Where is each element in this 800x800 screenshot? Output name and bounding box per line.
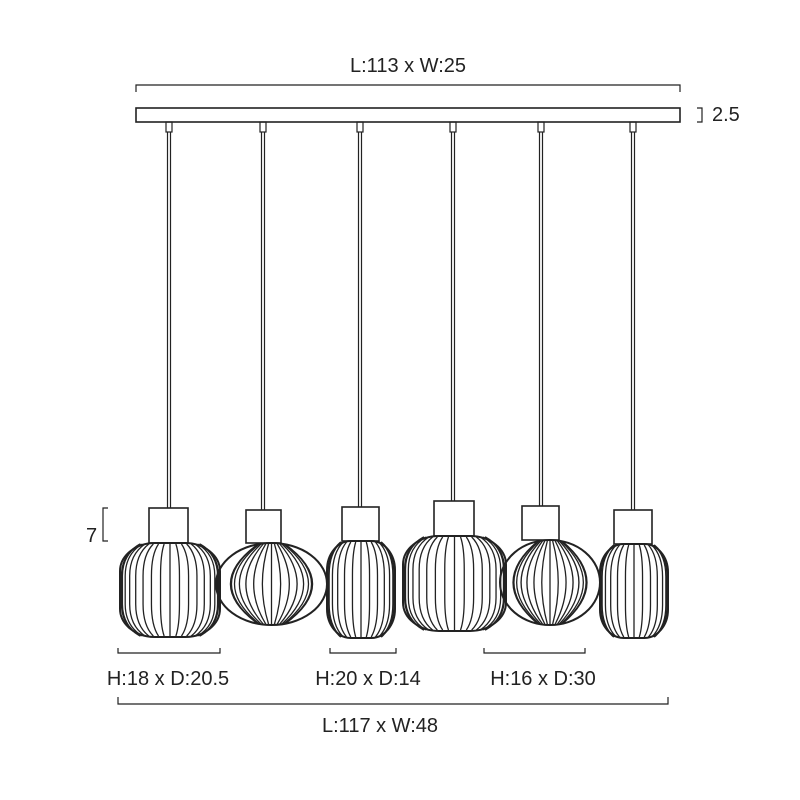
- pendant-2: [215, 121, 328, 626]
- glass-shade: [119, 542, 221, 638]
- pendant-1: [119, 121, 221, 638]
- shade-c-label: H:16 x D:30: [490, 668, 596, 690]
- canopy-height-label: 2.5: [712, 104, 740, 126]
- cable-connector: [259, 121, 267, 133]
- canopy-dimension: L:113 x W:25: [135, 55, 681, 92]
- pendant-5: [499, 121, 601, 626]
- canopy-height-dimension: 2.5: [697, 104, 740, 126]
- shade-b-label: H:20 x D:14: [315, 668, 421, 690]
- lamp-holder: [433, 500, 475, 537]
- pendants: [119, 121, 669, 639]
- glass-shade: [215, 542, 328, 626]
- lamp-holder: [341, 506, 380, 542]
- holder-height-label: 7: [86, 525, 97, 547]
- shade-a-label: H:18 x D:20.5: [107, 668, 229, 690]
- cable-connector: [165, 121, 173, 133]
- cable-connector: [629, 121, 637, 133]
- holder-height-dimension: 7: [86, 507, 108, 547]
- cable-connector: [449, 121, 457, 133]
- lamp-holder: [613, 509, 653, 545]
- lamp-holder: [245, 509, 282, 544]
- canopy-bar: [135, 107, 681, 123]
- pendant-4: [402, 121, 507, 632]
- pendant-3: [326, 121, 396, 639]
- glass-shade: [499, 539, 601, 626]
- cable-connector: [537, 121, 545, 133]
- pendant-6: [599, 121, 669, 639]
- overall-size-label: L:117 x W:48: [322, 715, 438, 737]
- glass-shade: [599, 543, 669, 639]
- shade-dimensions: H:18 x D:20.5 H:20 x D:14 H:16 x D:30: [107, 648, 596, 690]
- glass-shade: [326, 540, 396, 639]
- glass-shade: [402, 535, 507, 632]
- canopy-size-label: L:113 x W:25: [350, 55, 466, 77]
- overall-dimension: L:117 x W:48: [117, 697, 669, 737]
- cable-connector: [356, 121, 364, 133]
- lamp-holder: [148, 507, 189, 544]
- lamp-holder: [521, 505, 560, 541]
